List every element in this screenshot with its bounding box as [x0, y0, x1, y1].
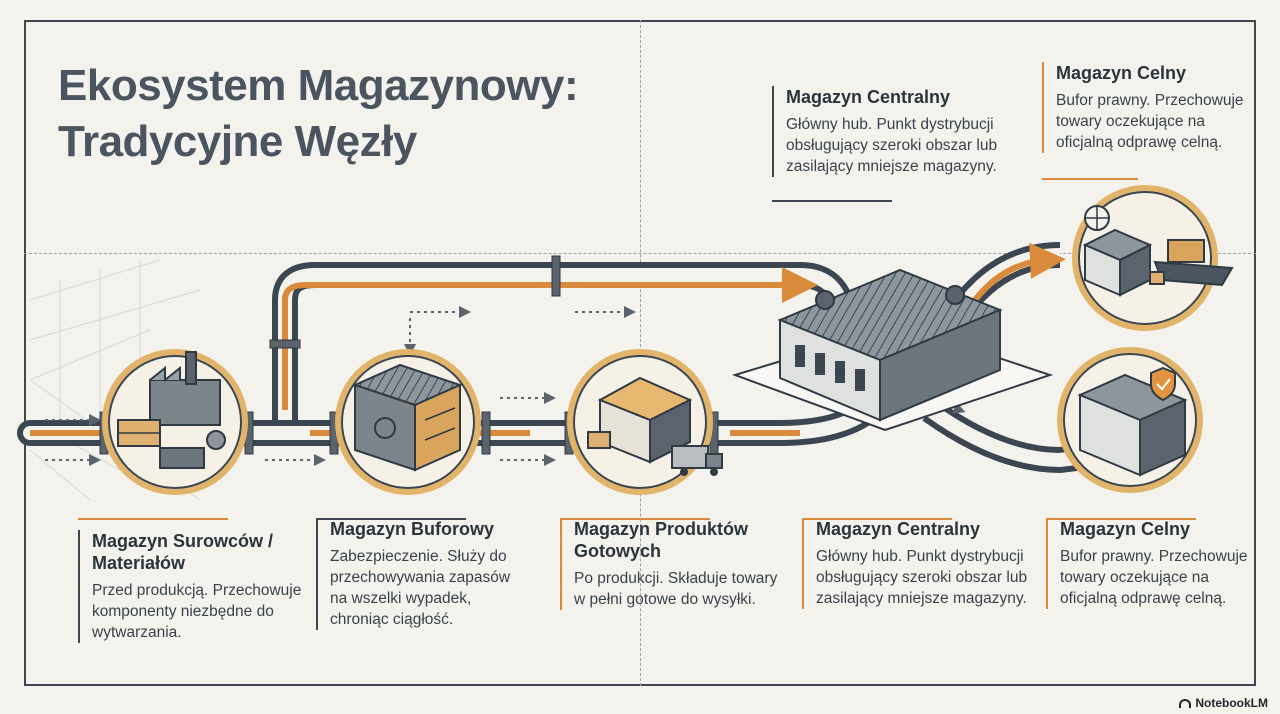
card-title: Magazyn Surowców / Materiałów	[92, 531, 274, 573]
pipe-to-customs-bottom	[922, 399, 1102, 474]
card-magazyn-buforowy: Magazyn Buforowy Zabezpieczenie. Służy d…	[316, 518, 520, 630]
warehouse-shutter-icon	[335, 349, 481, 495]
card-magazyn-centralny-top: Magazyn Centralny Główny hub. Punkt dyst…	[772, 86, 1026, 177]
page-title: Ekosystem Magazynowy: Tradycyjne Węzły	[58, 58, 579, 170]
card-title: Magazyn Centralny	[786, 87, 951, 107]
card-title: Magazyn Celny	[1060, 519, 1191, 539]
brand-label: NotebookLM	[1195, 696, 1268, 710]
card-text: Bufor prawny. Przechowuje towary oczekuj…	[1060, 548, 1248, 607]
card-title: Magazyn Produktów Gotowych	[574, 519, 749, 561]
factory-icon	[102, 349, 248, 495]
callout-tick	[772, 200, 892, 202]
callout-tick	[560, 518, 710, 520]
title-line-2: Tradycyjne Węzły	[58, 117, 417, 166]
card-title: Magazyn Centralny	[816, 519, 981, 539]
card-magazyn-centralny-bottom: Magazyn Centralny Główny hub. Punkt dyst…	[802, 518, 1036, 609]
card-text: Główny hub. Punkt dystrybucji obsługując…	[786, 116, 998, 175]
card-text: Bufor prawny. Przechowuje towary oczekuj…	[1056, 92, 1244, 151]
callout-tick	[1042, 178, 1138, 180]
central-warehouse-icon	[731, 268, 1054, 432]
upper-pipe	[272, 262, 853, 420]
card-magazyn-surowcow: Magazyn Surowców / Materiałów Przed prod…	[78, 530, 307, 643]
card-text: Po produkcji. Składuje towary w pełni go…	[574, 570, 778, 608]
card-title: Magazyn Buforowy	[330, 519, 495, 539]
card-text: Zabezpieczenie. Służy do przechowywania …	[330, 548, 511, 628]
card-magazyn-produktow: Magazyn Produktów Gotowych Po produkcji.…	[560, 518, 789, 610]
callout-tick	[802, 518, 952, 520]
card-magazyn-celny-top: Magazyn Celny Bufor prawny. Przechowuje …	[1042, 62, 1256, 153]
title-line-1: Ekosystem Magazynowy:	[58, 61, 579, 110]
callout-tick	[316, 518, 466, 520]
customs-ship-icon	[1072, 185, 1234, 331]
brand-badge: NotebookLM	[1179, 696, 1268, 710]
card-magazyn-celny-bottom: Magazyn Celny Bufor prawny. Przechowuje …	[1046, 518, 1260, 609]
callout-tick	[1046, 518, 1196, 520]
card-text: Główny hub. Punkt dystrybucji obsługując…	[816, 548, 1028, 607]
card-title: Magazyn Celny	[1056, 63, 1187, 83]
callout-tick	[78, 518, 228, 520]
shield-warehouse-icon	[1057, 347, 1203, 493]
card-text: Przed produkcją. Przechowuje komponenty …	[92, 582, 302, 641]
warehouse-truck-icon	[567, 349, 723, 495]
notebooklm-icon	[1179, 698, 1192, 708]
